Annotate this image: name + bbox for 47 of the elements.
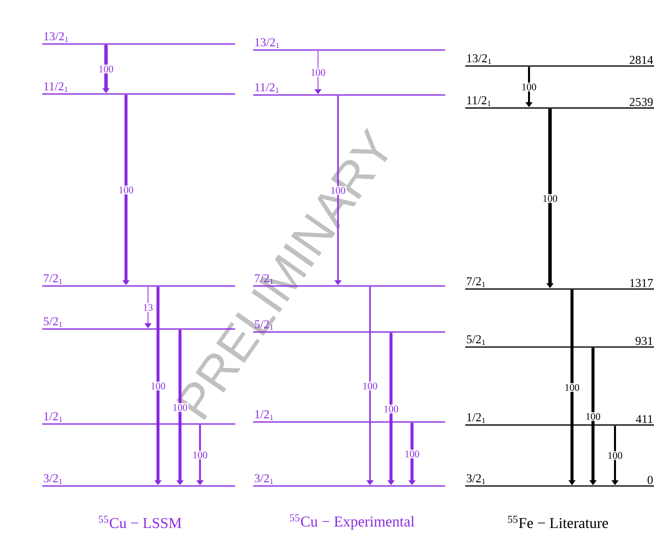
energy-level: 5/2$_{1}$ 931 (465, 335, 654, 348)
node-label: 13/2$_{1}$ (44, 32, 68, 42)
node-label: 931 (636, 336, 652, 345)
node-label: 3/2$_{1}$ (44, 474, 62, 484)
node-label: 11/2$_{1}$ (44, 82, 68, 92)
node-label: 7/2$_{1}$ (44, 274, 62, 284)
node-label: 11/2$_{1}$ (255, 83, 279, 93)
node-label: 2539 (630, 98, 653, 106)
energy-level: 7/2$_{1}$ 1317 (465, 277, 654, 290)
intensity-label: 100 (118, 186, 134, 194)
node-label: 1317 (630, 278, 653, 287)
panel-caption: $^{55}$Cu − Experimental (290, 514, 414, 530)
intensity-label: 100 (310, 68, 326, 77)
panel-caption: $^{55}$Fe − Literature (508, 516, 608, 528)
intensity-label: 100 (192, 450, 208, 460)
node-label: 7/2$_{1}$ (466, 277, 486, 287)
intensity-label: 100 (606, 451, 624, 460)
intensity-label: 100 (584, 412, 602, 421)
node-label: 3/2$_{1}$ (466, 474, 486, 484)
node-label: 1/2$_{1}$ (467, 413, 486, 423)
node-label: 0 (648, 476, 653, 484)
intensity-label: 100 (520, 82, 538, 92)
panel-caption: $^{55}$Cu − LSSM (98, 516, 182, 528)
intensity-label: 100 (150, 382, 166, 390)
node-label: 13/2$_{1}$ (255, 38, 280, 48)
node-label: 5/2$_{1}$ (466, 335, 486, 345)
intensity-label: 13 (142, 303, 154, 312)
node-label: 2814 (630, 56, 654, 64)
intensity-label: 100 (404, 450, 420, 458)
node-label: 3/2$_{1}$ (254, 474, 274, 484)
energy-level: 3/2$_{1}$ (253, 474, 446, 487)
intensity-label: 100 (564, 383, 580, 392)
intensity-label: 100 (98, 64, 114, 74)
energy-level: 3/2$_{1}$ (42, 474, 236, 487)
energy-level: 13/2$_{1}$ 2814 (465, 54, 654, 67)
node-label: 11/2$_{1}$ (467, 96, 491, 106)
energy-level: 11/2$_{1}$ (42, 82, 236, 95)
node-label: 13/2$_{1}$ (467, 54, 492, 64)
energy-level: 3/2$_{1}$ 0 (465, 474, 654, 487)
energy-level: 11/2$_{1}$ (253, 83, 446, 96)
energy-level: 11/2$_{1}$ 2539 (465, 96, 654, 109)
intensity-label: 100 (542, 194, 558, 203)
node-label: 411 (636, 415, 652, 423)
node-label: 5/2$_{1}$ (44, 317, 62, 327)
energy-level: 13/2$_{1}$ (42, 32, 236, 45)
node-label: 1/2$_{1}$ (44, 412, 62, 422)
energy-level: 13/2$_{1}$ (253, 38, 446, 51)
